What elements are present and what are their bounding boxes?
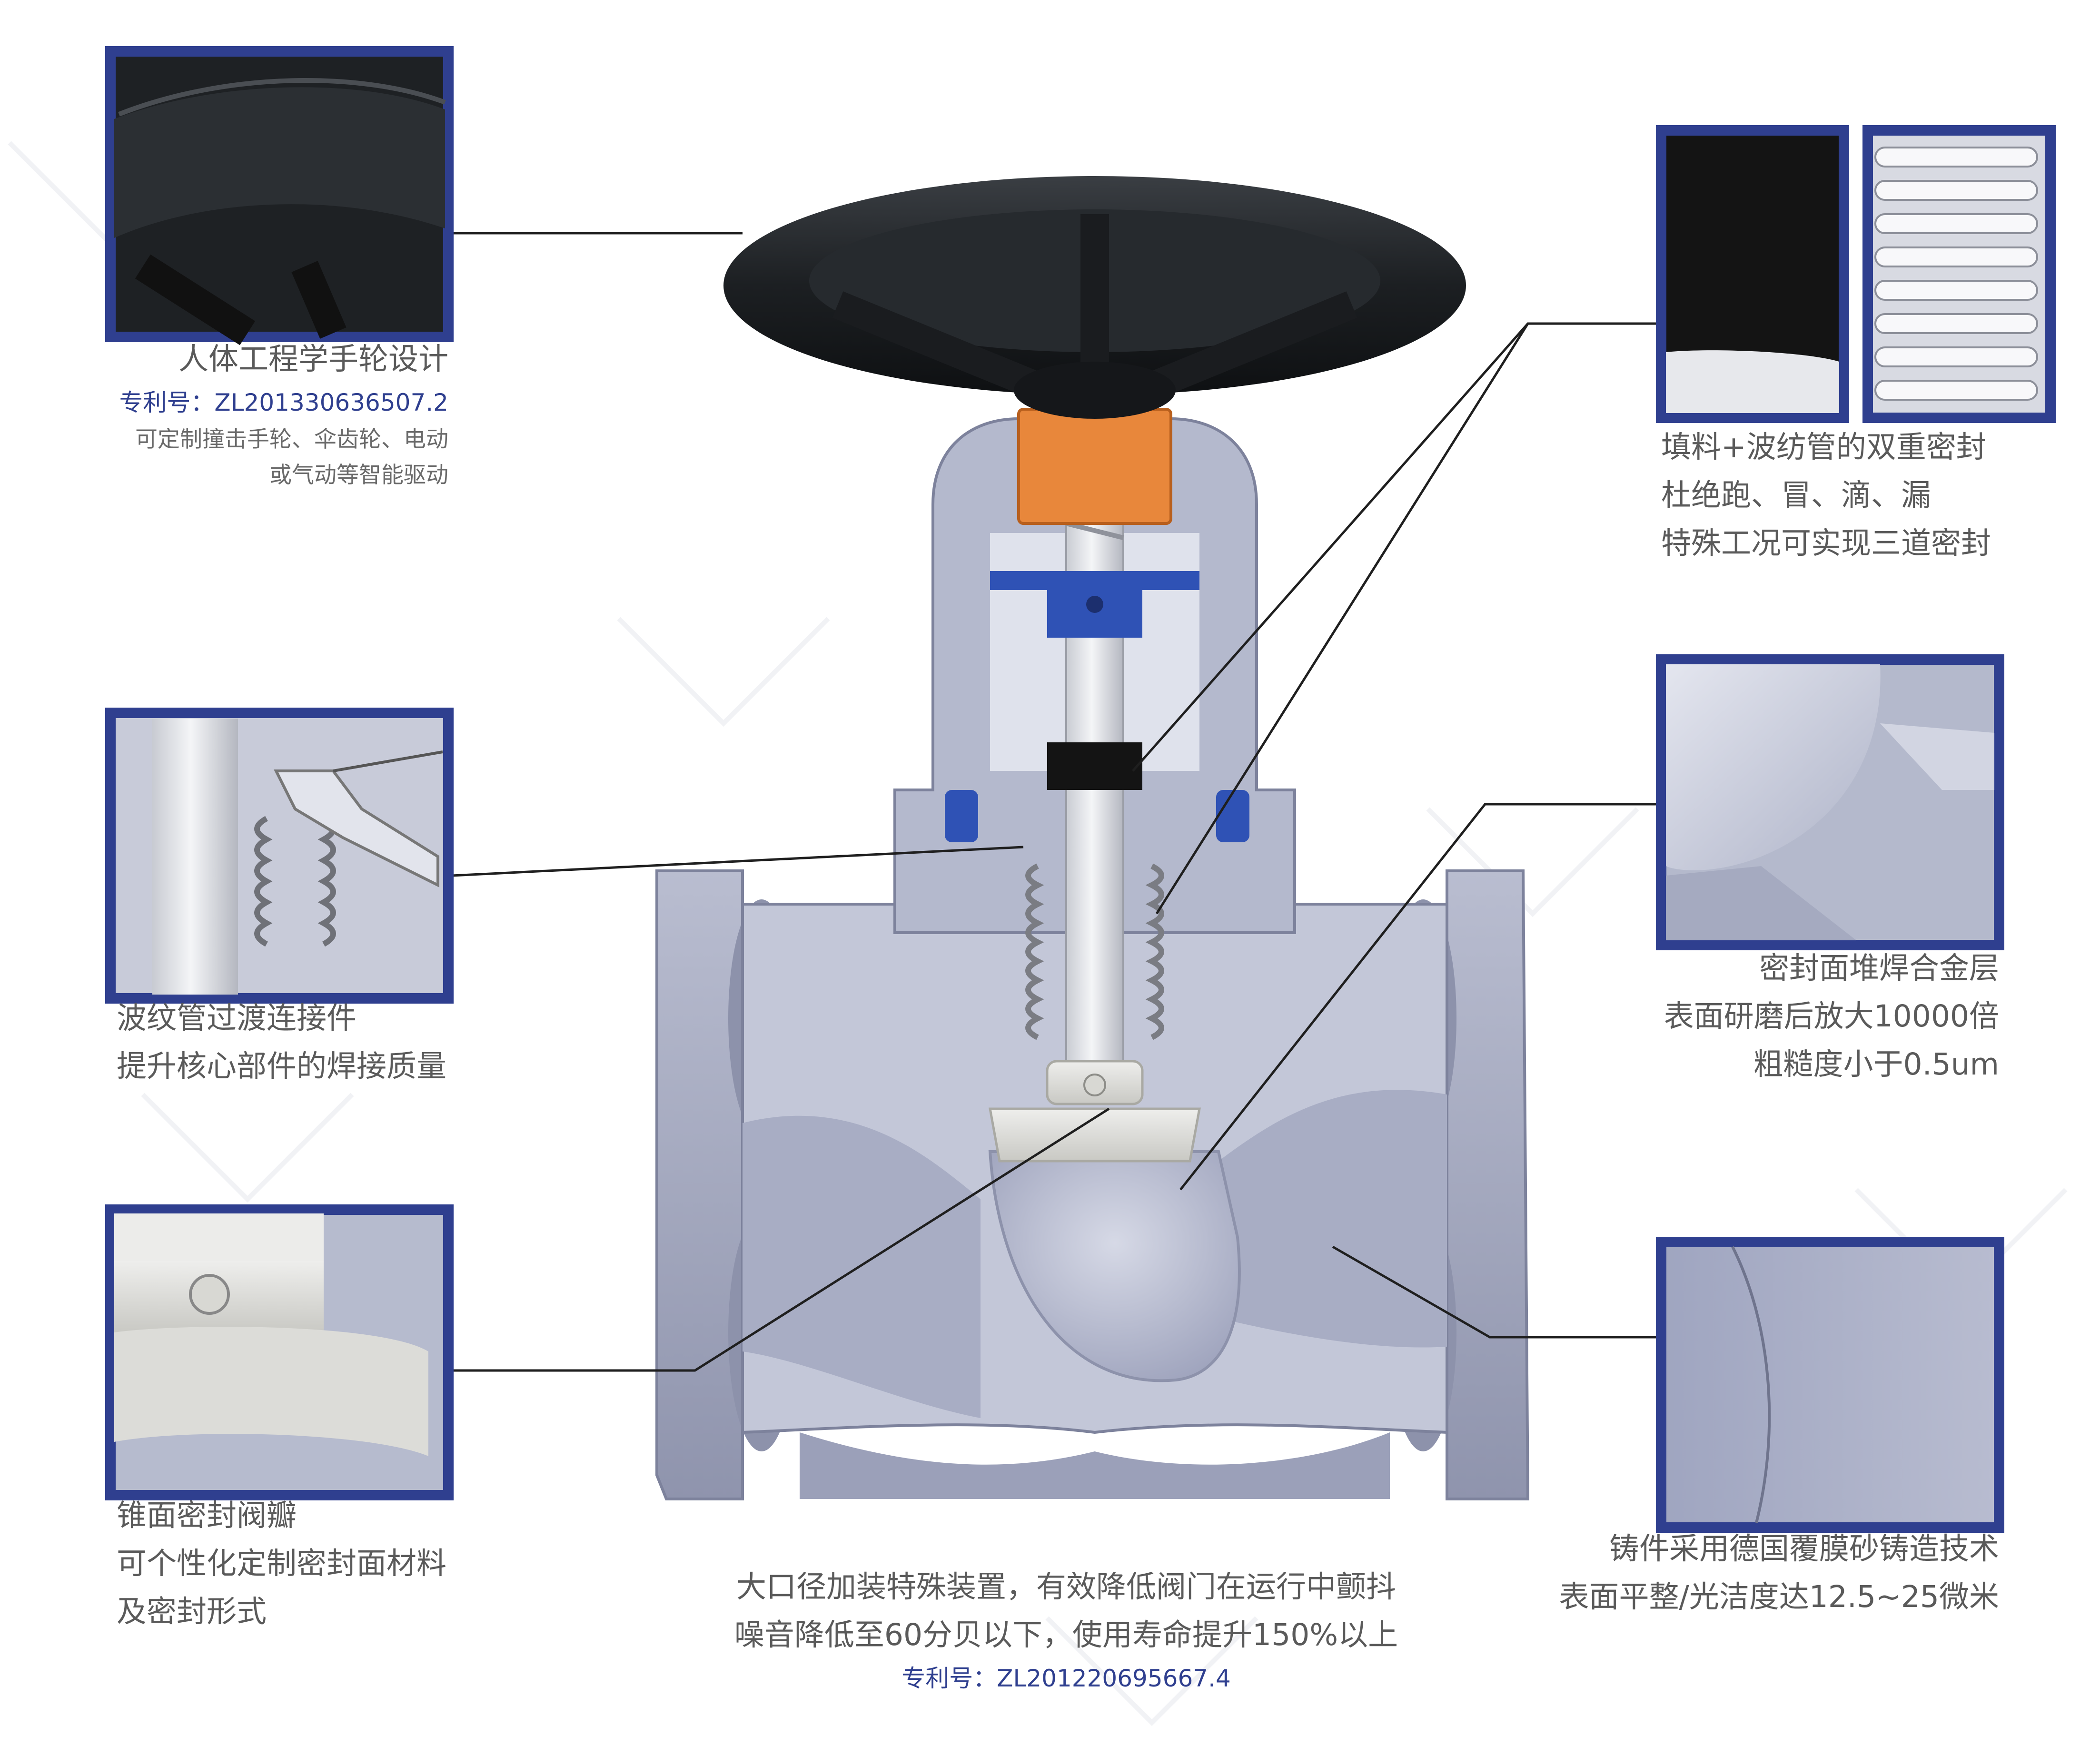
handwheel-note-2: 或气动等智能驱动 <box>269 462 448 488</box>
caption-casting: 铸件采用德国覆膜砂铸造技术 表面平整/光洁度达12.5~25微米 <box>1559 1525 1999 1621</box>
caption-bellows-joint: 波纹管过渡连接件 提升核心部件的焊接质量 <box>117 995 446 1091</box>
disc-line-3: 及密封形式 <box>117 1594 267 1629</box>
casting-line-1: 铸件采用德国覆膜砂铸造技术 <box>1609 1531 1999 1566</box>
bellows <box>1025 863 1164 1040</box>
disc-line-1: 锥面密封阀瓣 <box>117 1498 297 1533</box>
packing-ring <box>1047 742 1142 790</box>
bottom-line-2: 噪音降低至60分贝以下，使用寿命提升150%以上 <box>734 1617 1398 1652</box>
zoom-frame-handwheel <box>105 46 454 345</box>
caption-double-seal: 填料+波纺管的双重密封 杜绝跑、冒、滴、漏 特殊工况可实现三道密封 <box>1661 424 1991 567</box>
zoom-frame-casting <box>1656 1237 2004 1533</box>
double-seal-line-1: 填料+波纺管的双重密封 <box>1661 430 1986 464</box>
caption-seat: 密封面堆焊合金层 表面研磨后放大10000倍 粗糙度小于0.5um <box>1664 945 1999 1088</box>
right-flange <box>1446 869 1530 1500</box>
casting-line-2: 表面平整/光洁度达12.5~25微米 <box>1559 1579 1999 1614</box>
double-seal-line-3: 特殊工况可实现三道密封 <box>1661 525 1991 561</box>
handwheel-patent: 专利号：ZL201330636507.2 <box>119 388 448 416</box>
caption-handwheel: 人体工程学手轮设计 专利号：ZL201330636507.2 可定制撞击手轮、伞… <box>119 335 448 493</box>
seat-line-3: 粗糙度小于0.5um <box>1753 1046 2000 1082</box>
bottom-patent: 专利号：ZL201220695667.4 <box>901 1664 1231 1692</box>
flow-passage <box>743 1115 981 1418</box>
zoom-frame-bellows-joint <box>105 708 454 1004</box>
left-flange <box>655 869 744 1500</box>
seat-line-2: 表面研磨后放大10000倍 <box>1664 998 1999 1034</box>
handwheel-title: 人体工程学手轮设计 <box>178 342 448 376</box>
zoom-frame-packing <box>1656 125 1849 423</box>
leader-lines <box>452 232 1661 1372</box>
bellows-joint-line-2: 提升核心部件的焊接质量 <box>117 1048 446 1084</box>
body-bowl <box>988 1150 1241 1382</box>
disc-line-2: 可个性化定制密封面材料 <box>117 1546 446 1581</box>
zoom-frame-seat <box>1656 654 2004 950</box>
zoom-frame-disc <box>105 1204 454 1500</box>
handwheel-note-1: 可定制撞击手轮、伞齿轮、电动 <box>135 426 448 453</box>
stem-nut <box>1017 408 1172 525</box>
bellows-joint-line-1: 波纹管过渡连接件 <box>117 1001 357 1035</box>
seat-line-1: 密封面堆焊合金层 <box>1759 951 1999 986</box>
handwheel <box>723 176 1466 419</box>
bottom-line-1: 大口径加装特殊装置，有效降低阀门在运行中颤抖 <box>736 1569 1396 1604</box>
caption-disc: 锥面密封阀瓣 可个性化定制密封面材料 及密封形式 <box>117 1492 446 1636</box>
double-seal-line-2: 杜绝跑、冒、滴、漏 <box>1661 477 1931 513</box>
valve-disc <box>989 1060 1201 1163</box>
caption-bottom: 大口径加装特殊装置，有效降低阀门在运行中颤抖 噪音降低至60分贝以下，使用寿命提… <box>657 1563 1476 1697</box>
zoom-frame-bellows-seal <box>1862 125 2056 423</box>
